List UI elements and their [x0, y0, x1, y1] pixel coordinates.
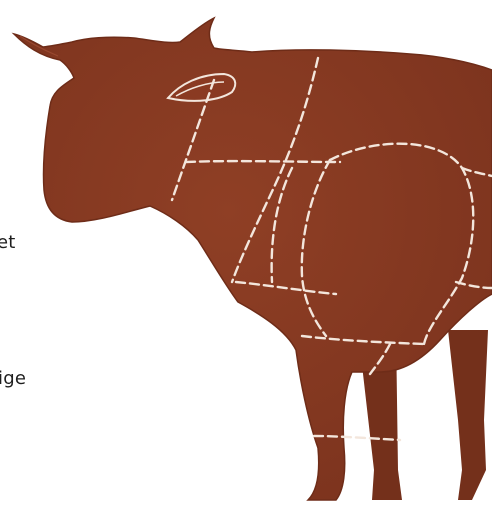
cut-label-partial-top: et	[0, 232, 16, 253]
cow-body	[14, 18, 492, 500]
cut-label-partial-bottom: ige	[0, 368, 26, 389]
